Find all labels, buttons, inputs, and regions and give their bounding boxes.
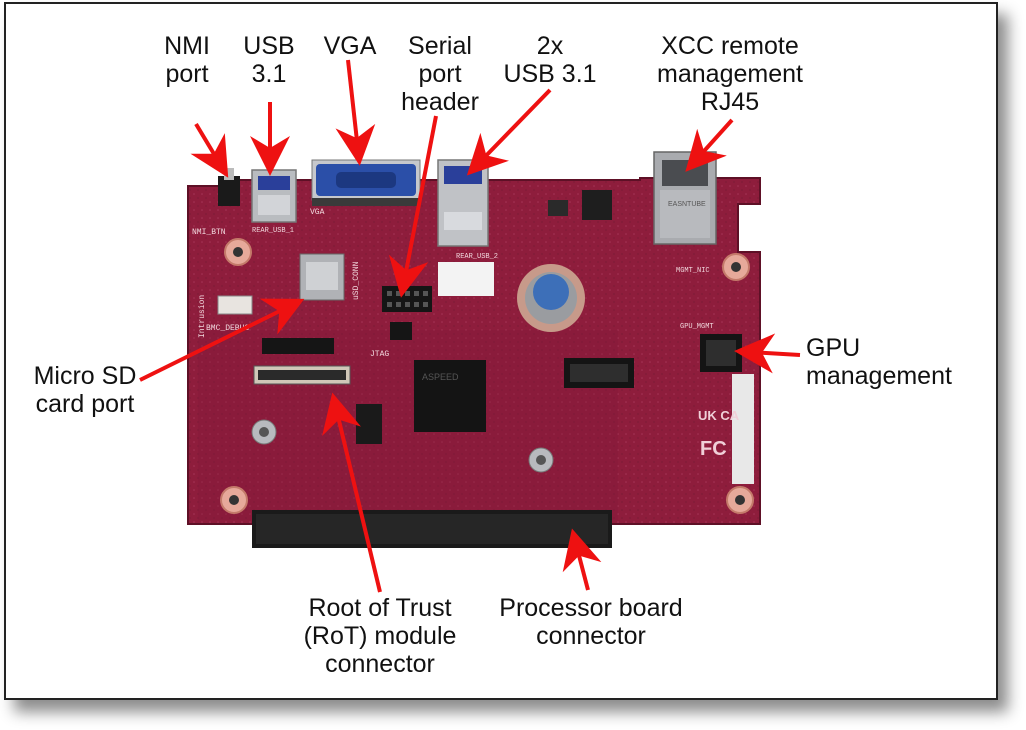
rot-connector: [253, 365, 351, 385]
label-serial-line2: port: [418, 60, 462, 88]
label-nmi-line1: NMI: [164, 32, 210, 60]
label-vga: VGA: [312, 32, 388, 60]
arrow-rot: [322, 392, 382, 593]
label-micro-sd: Micro SD card port: [20, 362, 150, 418]
silk-rear-usb1: REAR_USB_1: [252, 227, 294, 235]
silk-rear-usb2: REAR_USB_2: [456, 253, 498, 261]
silk-nmi-btn: NMI_BTN: [192, 228, 226, 237]
vga-connector: [311, 159, 421, 206]
arrow-serial: [388, 115, 438, 298]
label-xcc-line2: management: [657, 60, 803, 88]
serial-port-header: [382, 286, 432, 312]
arrow-xcc: [685, 118, 734, 172]
silk-usd-conn: uSD_CONN: [352, 261, 361, 300]
arrow-usb2x: [466, 88, 552, 176]
board-sticker: [438, 262, 494, 296]
silk-aspeed: ASPEED: [422, 372, 459, 382]
label-gpu-line1: GPU: [806, 334, 861, 362]
bmc-chip: [414, 360, 486, 432]
arrow-proc: [562, 528, 602, 591]
label-xcc-line3: RJ45: [700, 88, 760, 116]
arrow-vga: [335, 59, 376, 166]
label-gpu-line2: management: [806, 362, 952, 390]
label-vga-line1: VGA: [323, 32, 377, 60]
silk-gpu-mgmt: GPU_MGMT: [680, 323, 714, 331]
silk-fc: FC: [700, 438, 727, 460]
silk-ukca: UK CA: [698, 408, 740, 423]
label-processor-board-connector: Processor board connector: [486, 594, 696, 650]
rj45-port: [653, 151, 717, 245]
label-nmi-line2: port: [165, 60, 209, 88]
label-serial-line1: Serial: [408, 32, 472, 60]
label-usb31: USB 3.1: [234, 32, 304, 88]
silk-bmc-debug: BMC_DEBUG: [206, 324, 249, 333]
silk-rj45-brand: EASNTUBE: [668, 201, 706, 208]
nmi-button: [218, 168, 240, 206]
cert-label: [732, 374, 754, 484]
label-proc-line2: connector: [536, 622, 646, 650]
label-usb31-line1: USB: [243, 32, 295, 60]
micro-sd-slot: [299, 253, 345, 301]
label-nmi-port: NMI port: [156, 32, 218, 88]
processor-board-connector: [252, 510, 612, 548]
label-rot-connector: Root of Trust (RoT) module connector: [290, 594, 470, 678]
label-xcc-line1: XCC remote: [661, 32, 799, 60]
jtag-header: [262, 322, 412, 354]
dual-usb-3-1-port: [437, 159, 489, 247]
arrow-microsd: [139, 298, 305, 382]
standoffs: [251, 419, 554, 473]
usb-3-1-port: [251, 169, 297, 223]
chip-small-top: [582, 190, 612, 220]
label-usb2x-line1: 2x: [536, 32, 564, 60]
label-rot-line1: Root of Trust: [308, 594, 452, 622]
intrusion-connector: [217, 295, 253, 315]
label-usb2x-line2: USB 3.1: [503, 60, 597, 88]
silk-mgmt-nic: MGMT_NIC: [676, 267, 710, 275]
label-usb31-line2: 3.1: [251, 60, 287, 88]
mid-connector: [564, 358, 634, 388]
label-rot-line3: connector: [325, 650, 435, 678]
arrow-gpu: [734, 333, 801, 374]
silk-vga: VGA: [310, 208, 325, 217]
label-serial-port-header: Serial port header: [392, 32, 488, 116]
mounting-holes: [220, 238, 754, 514]
label-gpu-management: GPU management: [806, 334, 976, 390]
chip-small-top-2: [548, 200, 568, 216]
arrow-nmi: [190, 122, 229, 178]
memory-chip: [356, 404, 382, 444]
silk-jtag: JTAG: [370, 350, 389, 359]
label-xcc-rj45: XCC remote management RJ45: [640, 32, 820, 116]
gpu-mgmt-connector: [700, 334, 742, 372]
label-microsd-line2: card port: [35, 390, 135, 418]
silk-intrusion: Intrusion: [198, 295, 207, 338]
callout-arrows: [139, 59, 801, 593]
label-2x-usb31: 2x USB 3.1: [490, 32, 610, 88]
label-proc-line1: Processor board: [499, 594, 683, 622]
label-microsd-line1: Micro SD: [33, 362, 137, 390]
label-rot-line2: (RoT) module: [303, 622, 457, 650]
coin-battery: [517, 264, 585, 332]
label-serial-line3: header: [401, 88, 479, 116]
